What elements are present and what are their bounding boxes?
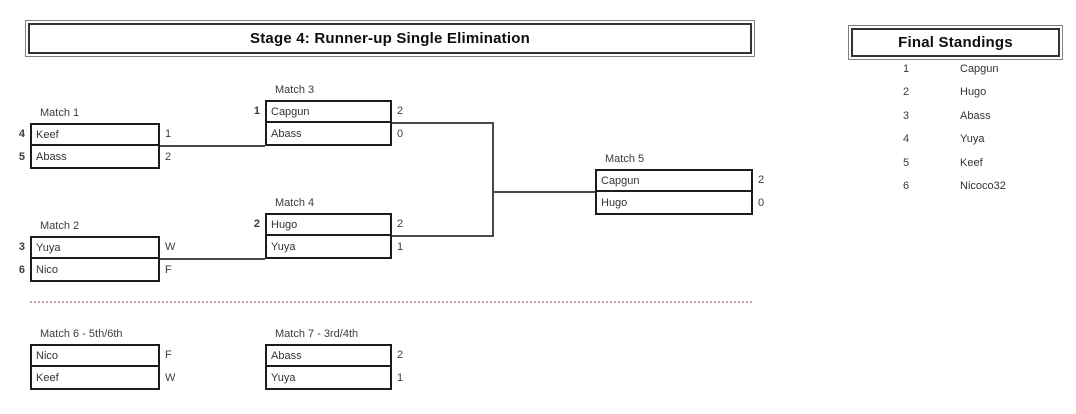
match-6: Match 6 - 5th/6th Nico F Keef W [12,324,175,390]
seed-number: 3 [18,241,25,253]
standings-row: 2 Hugo [852,81,1063,105]
standings-row: 1 Capgun [852,57,1063,81]
seed-number [12,367,30,390]
player-cell: Capgun [265,100,392,123]
connector-line [160,145,265,147]
match-7: Match 7 - 3rd/4th Abass 2 Yuya 1 [247,324,403,390]
match-5: Match 5 Capgun 2 Hugo 0 [577,149,764,215]
score-value: 2 [758,174,765,186]
match-4: Match 4 2 Hugo 2 Yuya 1 [247,193,403,259]
standings-rank: 4 [902,133,910,146]
score-value: 0 [758,197,765,209]
player-cell: Abass [30,146,160,169]
match-label: Match 1 [40,107,80,119]
player-cell: Keef [30,367,160,390]
seed-number [577,169,595,192]
score-value: 2 [165,151,172,163]
player-cell: Abass [265,123,392,146]
score-value: W [165,241,176,253]
match-label: Match 7 - 3rd/4th [275,328,359,340]
standings-rank: 5 [902,156,910,169]
player-cell: Abass [265,344,392,367]
standings-row: 3 Abass [852,104,1063,128]
player-cell: Yuya [265,236,392,259]
player-cell: Keef [30,123,160,146]
score-value: 1 [397,241,404,253]
match-label: Match 6 - 5th/6th [40,328,123,340]
standings-player-name: Capgun [960,62,999,75]
match-3: Match 3 1 Capgun 2 Abass 0 [247,80,403,146]
seed-number [12,344,30,367]
standings-rank: 1 [902,62,910,75]
standings-row: 6 Nicoco32 [852,175,1063,199]
player-cell: Hugo [265,213,392,236]
final-standings-list: 1 Capgun 2 Hugo 3 Abass 4 Yuya 5 Keef 6 … [852,57,1063,198]
player-cell: Capgun [595,169,753,192]
score-value: F [165,264,172,276]
player-cell: Nico [30,259,160,282]
seed-number [247,344,265,367]
connector-line [492,122,494,237]
player-cell: Yuya [265,367,392,390]
connector-line [160,258,265,260]
connector-line [392,235,494,237]
score-value: 0 [397,128,404,140]
seed-number: 6 [18,264,25,276]
score-value: 1 [397,372,404,384]
seed-number: 2 [253,218,260,230]
seed-number [247,236,265,259]
standings-title: Final Standings [851,28,1060,57]
score-value: 2 [397,218,404,230]
score-value: 2 [397,349,404,361]
standings-player-name: Keef [960,156,983,169]
standings-title-box: Final Standings [848,25,1063,60]
connector-line [494,191,595,193]
player-cell: Nico [30,344,160,367]
match-label: Match 2 [40,220,80,232]
seed-number [247,367,265,390]
score-value: W [165,372,176,384]
standings-rank: 2 [902,86,910,99]
seed-number [247,123,265,146]
player-cell: Yuya [30,236,160,259]
standings-row: 4 Yuya [852,128,1063,152]
stage-title: Stage 4: Runner-up Single Elimination [28,23,752,54]
standings-player-name: Nicoco32 [960,180,1006,193]
score-value: 2 [397,105,404,117]
seed-number [577,192,595,215]
standings-rank: 6 [902,180,910,193]
standings-player-name: Hugo [960,86,987,99]
match-label: Match 5 [605,153,645,165]
stage-separator-dotted-line [30,301,752,303]
standings-player-name: Abass [960,109,991,122]
match-label: Match 3 [275,84,315,96]
match-1: Match 1 4 Keef 1 5 Abass 2 [12,103,171,169]
standings-row: 5 Keef [852,151,1063,175]
score-value: F [165,349,172,361]
score-value: 1 [165,128,172,140]
stage-title-box: Stage 4: Runner-up Single Elimination [25,20,755,57]
standings-rank: 3 [902,109,910,122]
seed-number: 1 [253,105,260,117]
match-label: Match 4 [275,197,315,209]
seed-number: 5 [18,151,25,163]
connector-line [392,122,494,124]
player-cell: Hugo [595,192,753,215]
seed-number: 4 [18,128,25,140]
match-2: Match 2 3 Yuya W 6 Nico F [12,216,175,282]
standings-player-name: Yuya [960,133,985,146]
